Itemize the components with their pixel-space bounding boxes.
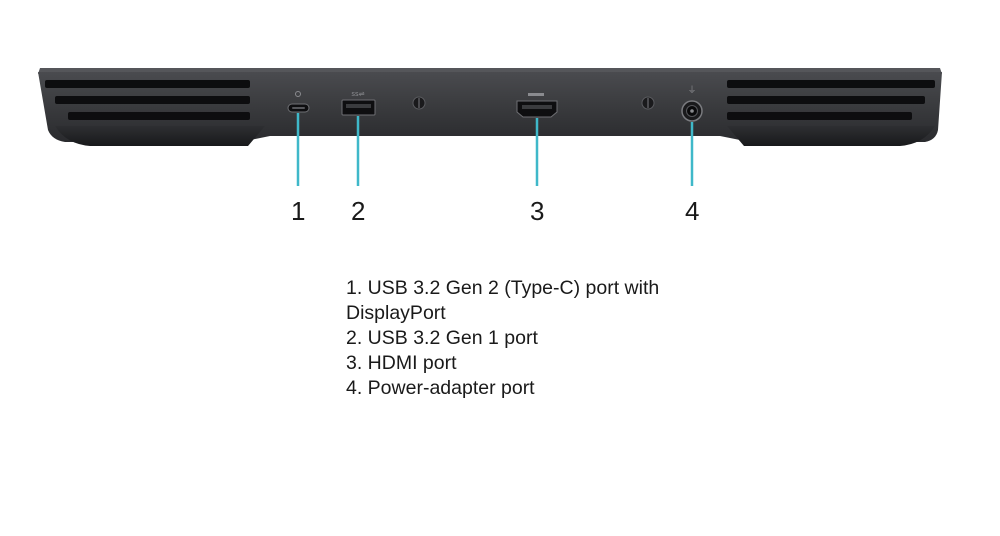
vent-slot — [55, 96, 250, 104]
usb-a-port-icon: ss⇌ — [341, 90, 376, 116]
port-legend: 1. USB 3.2 Gen 2 (Type-C) port with Disp… — [346, 276, 766, 401]
usb-c-port-icon — [287, 91, 310, 113]
vent-slot — [68, 112, 250, 120]
hdmi-port-icon — [516, 93, 558, 118]
left-vent-grille — [45, 80, 250, 120]
callout-number-2: 2 — [351, 196, 366, 226]
vent-slot — [727, 80, 935, 88]
svg-text:ss⇌: ss⇌ — [351, 90, 364, 98]
callout-number-1: 1 — [291, 196, 306, 226]
chassis-body — [38, 72, 942, 142]
vent-slot — [727, 96, 925, 104]
screw-icon — [641, 96, 655, 110]
legend-item-1-line-1: 1. USB 3.2 Gen 2 (Type-C) port with — [346, 277, 660, 299]
legend-item-1-line-2: DisplayPort — [346, 302, 446, 324]
callout-lines — [296, 113, 694, 186]
svg-text:⏚: ⏚ — [687, 85, 696, 96]
chassis-left-foot — [55, 126, 265, 146]
vent-slot — [45, 80, 250, 88]
legend-item-3: 3. HDMI port — [346, 352, 457, 374]
screw-icon — [412, 96, 426, 110]
chassis-right-foot — [727, 126, 935, 146]
legend-item-2: 2. USB 3.2 Gen 1 port — [346, 327, 538, 349]
vent-slot — [727, 112, 912, 120]
callout-number-4: 4 — [685, 196, 700, 226]
laptop-chassis — [38, 68, 942, 146]
right-vent-grille — [727, 80, 935, 120]
power-port-icon: ⏚ — [681, 85, 703, 122]
legend-item-4: 4. Power-adapter port — [346, 377, 535, 399]
callout-number-3: 3 — [530, 196, 545, 226]
